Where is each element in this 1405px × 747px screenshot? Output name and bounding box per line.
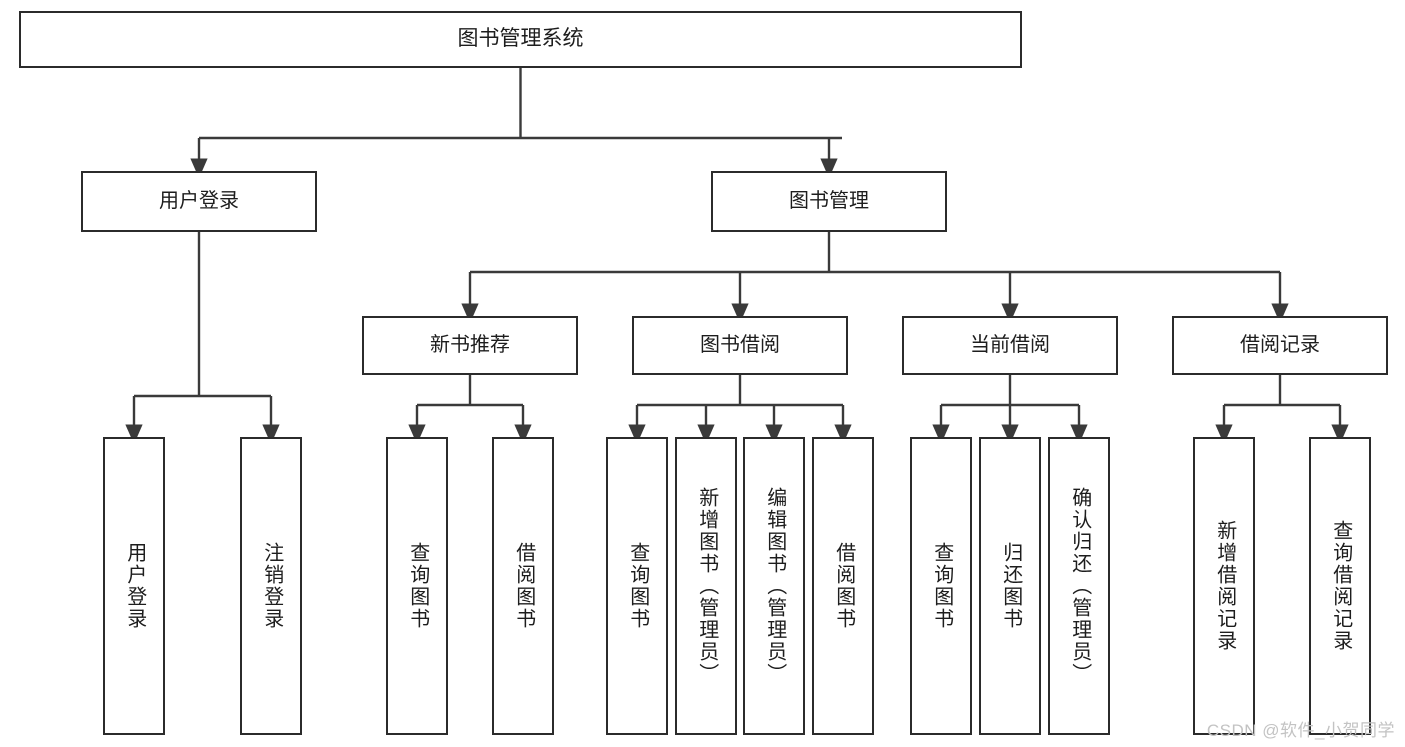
node-label: 新增借阅记录 xyxy=(1213,520,1236,652)
node-label: 新增图书（管理员） xyxy=(695,487,718,685)
node-label: 查询图书 xyxy=(406,542,429,630)
node-leaf-add-record[interactable]: 新增借阅记录 xyxy=(1193,437,1255,735)
node-label: 借阅图书 xyxy=(512,542,535,630)
node-leaf-borrow-book-1[interactable]: 借阅图书 xyxy=(492,437,554,735)
node-leaf-query-book-2[interactable]: 查询图书 xyxy=(606,437,668,735)
node-leaf-logout-login[interactable]: 注销登录 xyxy=(240,437,302,735)
node-label: 图书借阅 xyxy=(700,333,780,356)
watermark-text: CSDN @软件_小贺同学 xyxy=(1206,721,1395,740)
node-leaf-add-book[interactable]: 新增图书（管理员） xyxy=(675,437,737,735)
node-label: 借阅记录 xyxy=(1240,333,1320,356)
node-leaf-query-record[interactable]: 查询借阅记录 xyxy=(1309,437,1371,735)
node-leaf-confirm-return[interactable]: 确认归还（管理员） xyxy=(1048,437,1110,735)
node-book-management-system[interactable]: 图书管理系统 xyxy=(19,11,1022,68)
node-borrow-record[interactable]: 借阅记录 xyxy=(1172,316,1388,375)
node-leaf-borrow-book-2[interactable]: 借阅图书 xyxy=(812,437,874,735)
node-label: 用户登录 xyxy=(123,542,146,630)
node-user-login[interactable]: 用户登录 xyxy=(81,171,317,232)
node-leaf-query-book-3[interactable]: 查询图书 xyxy=(910,437,972,735)
node-book-borrow[interactable]: 图书借阅 xyxy=(632,316,848,375)
node-leaf-edit-book[interactable]: 编辑图书（管理员） xyxy=(743,437,805,735)
node-label: 用户登录 xyxy=(159,189,239,212)
node-label: 图书管理系统 xyxy=(457,27,584,51)
node-leaf-query-book-1[interactable]: 查询图书 xyxy=(386,437,448,735)
node-label: 注销登录 xyxy=(260,542,283,630)
node-label: 图书管理 xyxy=(789,189,869,212)
node-label: 查询图书 xyxy=(930,542,953,630)
node-leaf-return-book[interactable]: 归还图书 xyxy=(979,437,1041,735)
node-label: 编辑图书（管理员） xyxy=(763,487,786,685)
node-new-book-recommend[interactable]: 新书推荐 xyxy=(362,316,578,375)
node-label: 确认归还（管理员） xyxy=(1068,487,1091,685)
node-label: 借阅图书 xyxy=(832,542,855,630)
node-label: 查询借阅记录 xyxy=(1329,520,1352,652)
node-leaf-user-login[interactable]: 用户登录 xyxy=(103,437,165,735)
node-label: 当前借阅 xyxy=(970,333,1050,356)
node-label: 归还图书 xyxy=(999,542,1022,630)
node-label: 查询图书 xyxy=(626,542,649,630)
node-current-borrow[interactable]: 当前借阅 xyxy=(902,316,1118,375)
node-label: 新书推荐 xyxy=(430,333,510,356)
node-book-manage[interactable]: 图书管理 xyxy=(711,171,947,232)
